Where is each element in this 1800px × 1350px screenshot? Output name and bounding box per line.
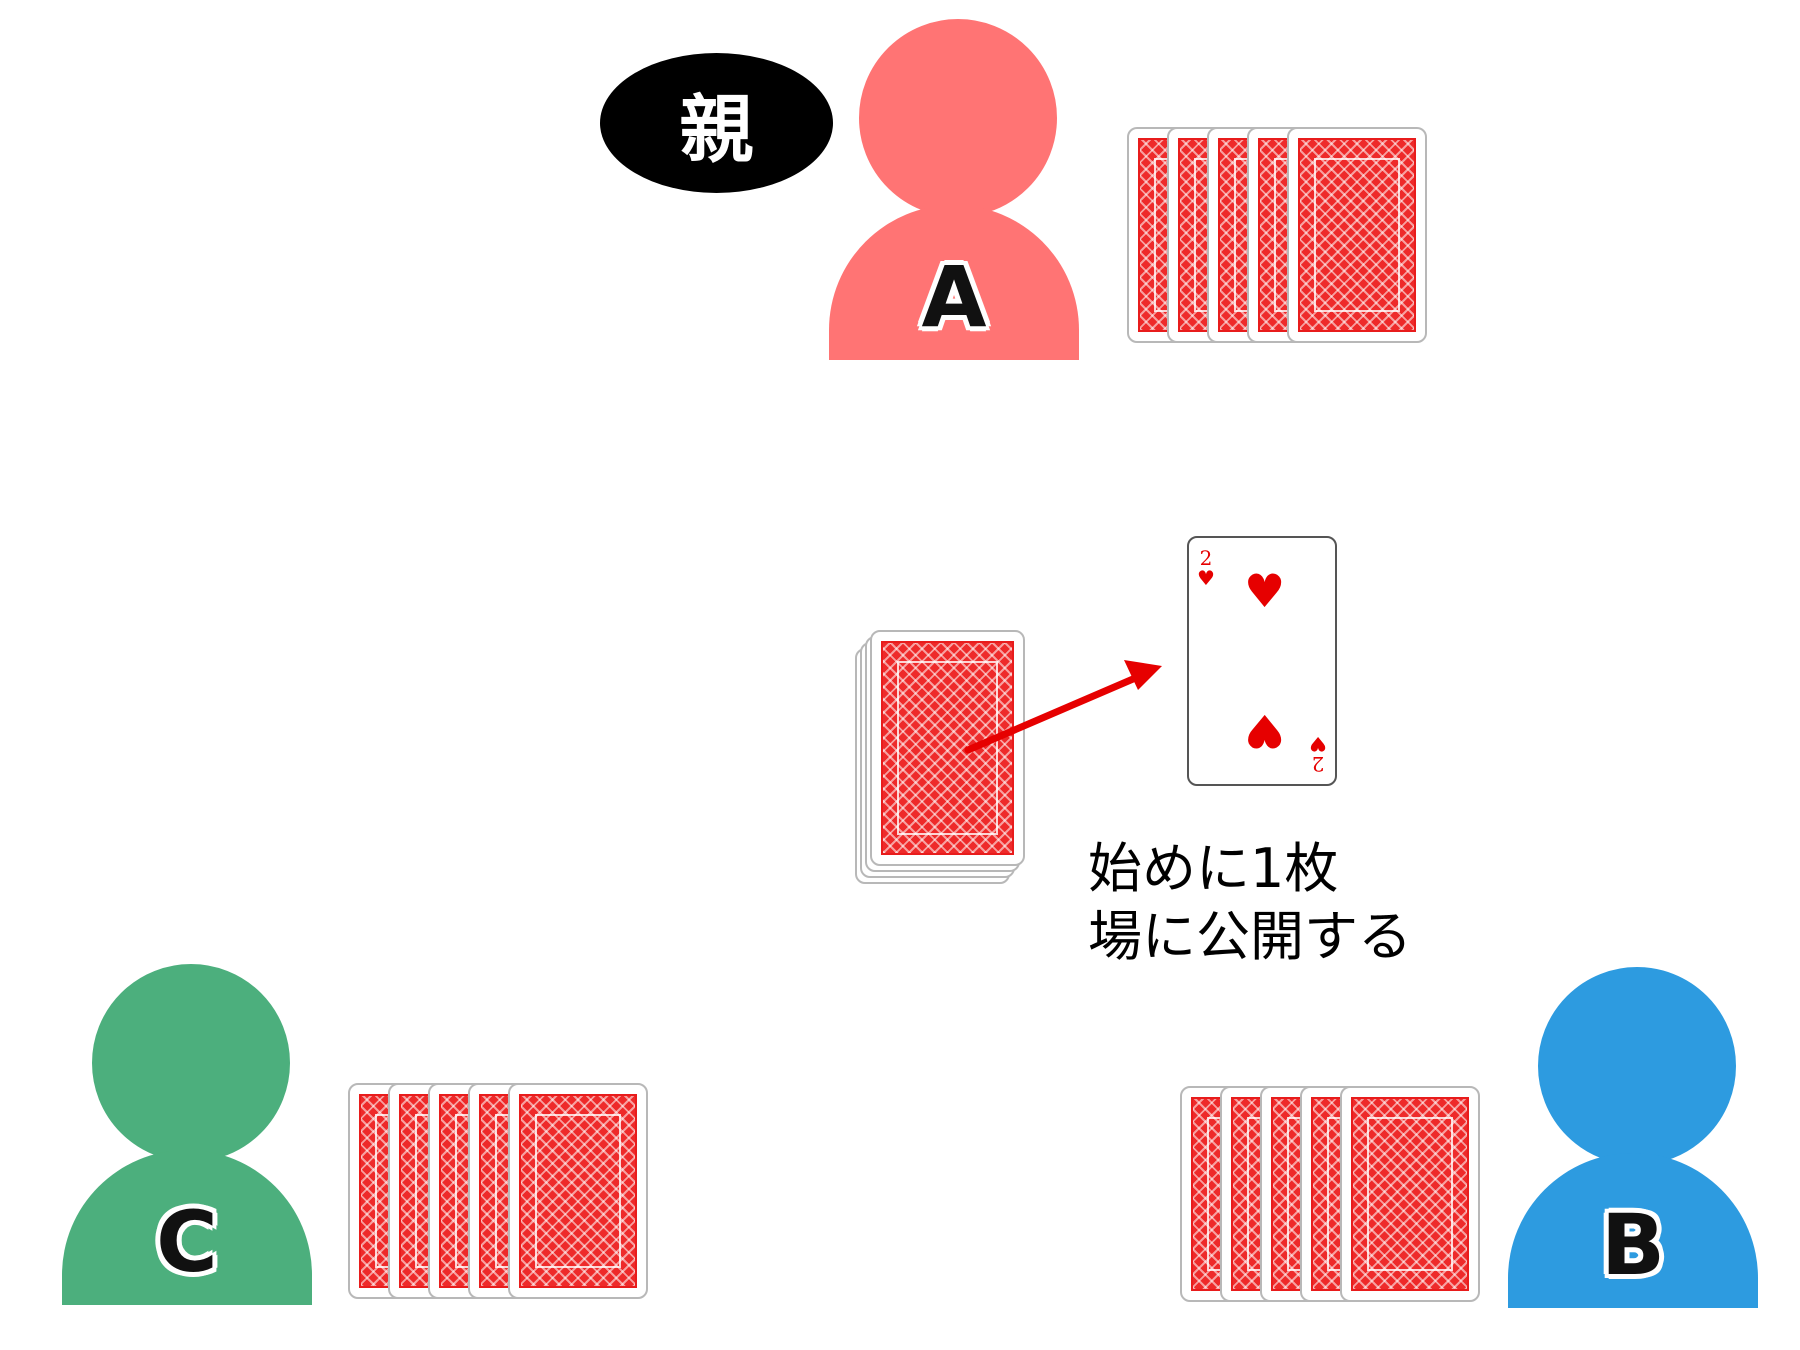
player-a-label: A [921, 248, 987, 346]
caption-line-2: 場に公開する [1088, 905, 1412, 968]
player-c-label: C [156, 1193, 218, 1291]
card-back[interactable] [508, 1083, 648, 1299]
instruction-caption: 始めに1枚 場に公開する [1088, 835, 1412, 971]
card-rank: 2 [1199, 546, 1213, 570]
card-suit-small: ♥ [1309, 732, 1327, 756]
deck-top-card [870, 630, 1025, 866]
revealed-card[interactable]: 2 ♥ ♥ ♥ 2 ♥ [1187, 536, 1337, 786]
heart-icon: ♥ [1244, 564, 1286, 618]
card-back[interactable] [1340, 1086, 1480, 1302]
player-a: A [829, 15, 1079, 360]
heart-icon: ♥ [1244, 704, 1286, 758]
player-b: B [1508, 963, 1758, 1308]
card-corner-top: 2 ♥ [1197, 548, 1215, 588]
player-c-head [88, 960, 294, 1166]
player-b-head [1534, 963, 1740, 1169]
dealer-badge-label: 親 [679, 86, 754, 173]
card-suit-small: ♥ [1197, 566, 1215, 590]
card-rank: 2 [1311, 752, 1325, 776]
dealer-badge: 親 [600, 53, 833, 193]
player-b-label: B [1600, 1196, 1666, 1294]
caption-line-1: 始めに1枚 [1088, 837, 1339, 900]
card-corner-bottom: 2 ♥ [1309, 732, 1327, 776]
card-back[interactable] [1287, 127, 1427, 343]
player-c: C [62, 960, 312, 1305]
